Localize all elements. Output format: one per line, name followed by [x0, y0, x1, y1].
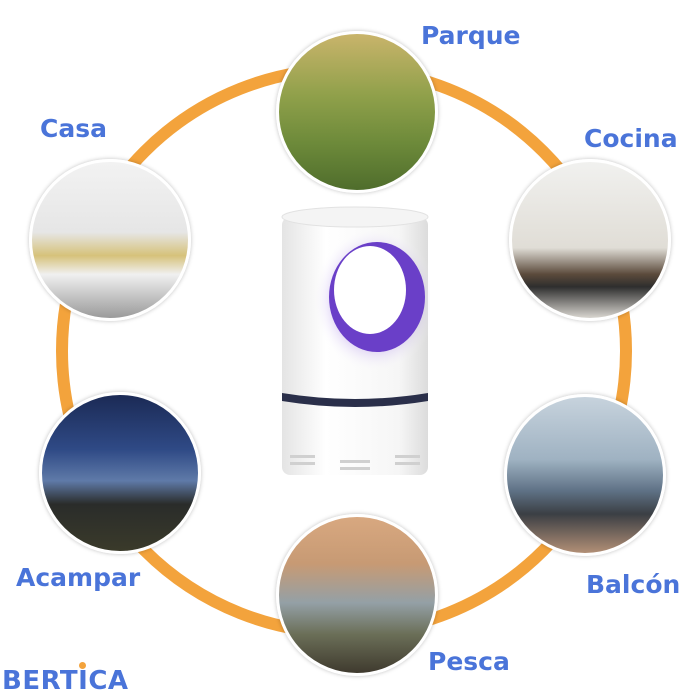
label-balcon: Balcón [586, 570, 681, 599]
label-casa: Casa [40, 114, 107, 143]
label-acampar: Acampar [16, 563, 141, 592]
label-pesca: Pesca [428, 647, 510, 676]
photo-acampar [39, 392, 201, 554]
photo-casa [29, 159, 191, 321]
photo-cocina [509, 159, 671, 321]
label-cocina: Cocina [584, 124, 678, 153]
star-icon [79, 662, 86, 669]
brand-logo: BERTICA [2, 662, 129, 696]
photo-balcon [504, 394, 666, 556]
photo-parque [276, 31, 438, 193]
brand-name: BERTICA [2, 666, 129, 696]
mosquito-lamp-product [281, 206, 430, 475]
label-parque: Parque [421, 21, 521, 50]
photo-pesca [276, 514, 438, 676]
